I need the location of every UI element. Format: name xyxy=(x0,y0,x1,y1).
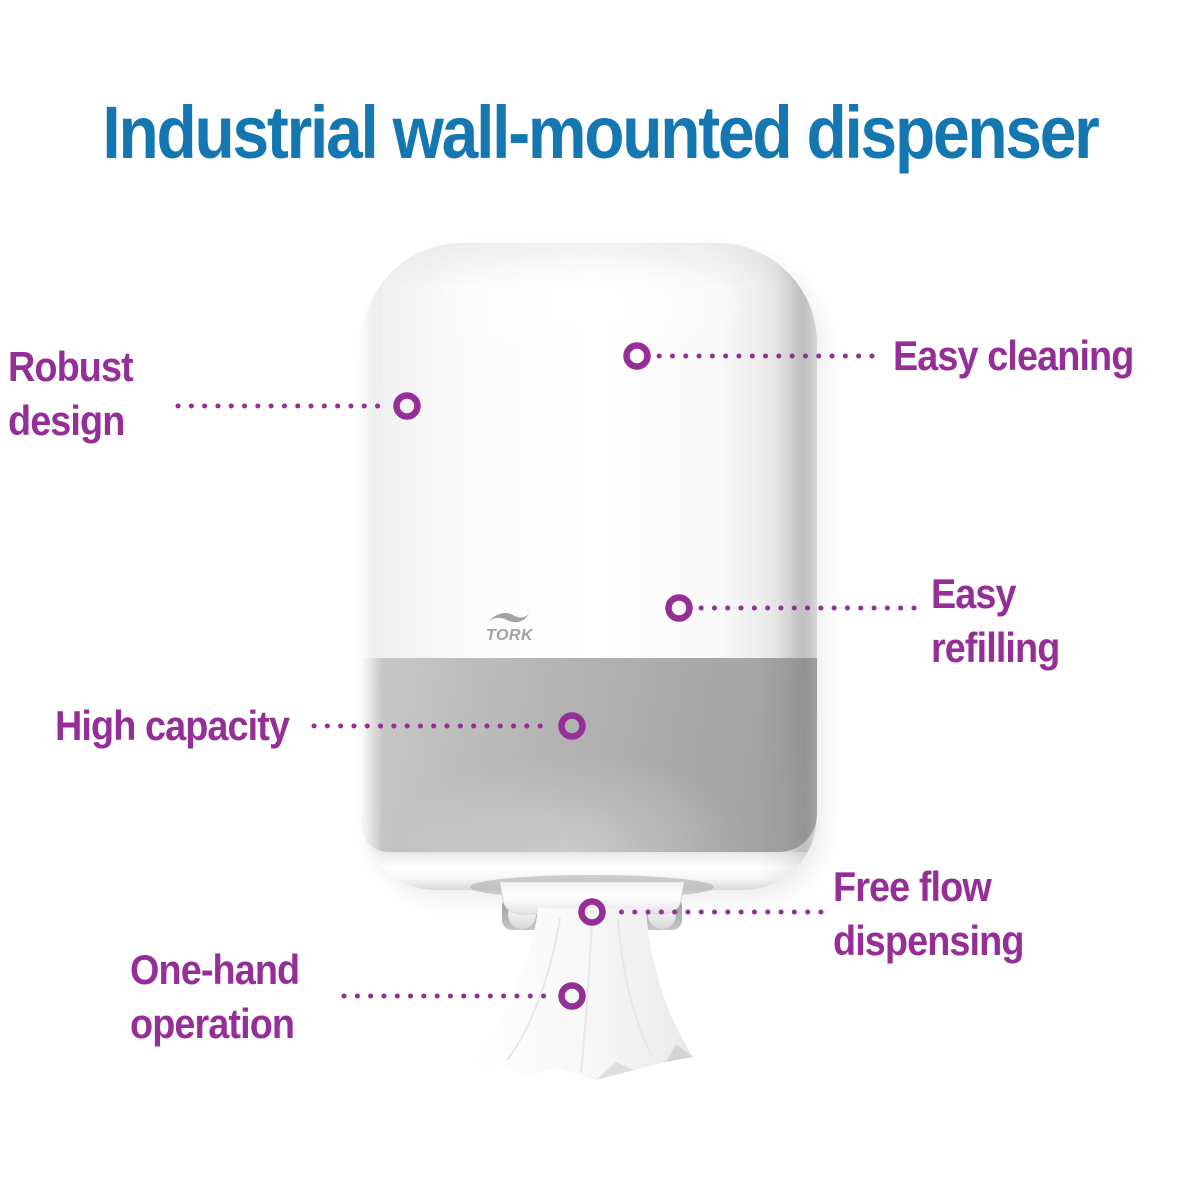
callout-text-line: refilling xyxy=(931,624,1060,671)
callout-text-line: Easy xyxy=(931,570,1017,617)
callout-text-line: operation xyxy=(130,1000,295,1047)
paper-fold-line xyxy=(506,917,561,1061)
callout-text-line: One-hand xyxy=(130,946,300,993)
callout-text-line: Easy cleaning xyxy=(893,332,1134,379)
callout-text-line: design xyxy=(8,397,125,444)
callout-text-line: Robust xyxy=(8,343,134,390)
paper-fold-line xyxy=(617,919,653,1057)
callout-label-high-capacity: High capacity xyxy=(55,699,290,753)
paper-fold-shadow xyxy=(596,1062,634,1080)
marker-circle-easy-cleaning xyxy=(623,342,651,370)
callout-markers xyxy=(175,342,917,1010)
tork-logo-wave-icon xyxy=(488,613,529,623)
paper-fold-line xyxy=(580,921,593,1073)
tork-logo: TORK xyxy=(486,613,534,644)
marker-circle-one-hand-operation xyxy=(558,982,586,1010)
callout-text-line: Free flow xyxy=(833,863,992,910)
dispenser-edge-shading xyxy=(362,243,817,890)
callout-label-easy-cleaning: Easy cleaning xyxy=(893,329,1134,383)
callout-text-line: dispensing xyxy=(833,917,1024,964)
callout-label-free-flow-dispensing: Free flow dispensing xyxy=(833,860,1024,968)
page-title: Industrial wall-mounted dispenser xyxy=(102,91,1099,174)
marker-circle-free-flow-dispensing xyxy=(578,898,606,926)
callout-label-one-hand-operation: One-hand operation xyxy=(130,943,300,1051)
callout-text-line: High capacity xyxy=(55,702,290,749)
callout-label-robust-design: Robust design xyxy=(8,340,134,448)
callout-label-easy-refilling: Easy refilling xyxy=(931,567,1060,675)
dispenser-body xyxy=(362,243,817,890)
nozzle-collar xyxy=(499,881,685,915)
paper-fold-shadow xyxy=(666,1044,693,1062)
tork-logo-text: TORK xyxy=(486,627,534,644)
marker-circle-robust-design xyxy=(393,392,421,420)
marker-circle-easy-refilling xyxy=(665,594,693,622)
marker-circle-high-capacity xyxy=(558,712,586,740)
